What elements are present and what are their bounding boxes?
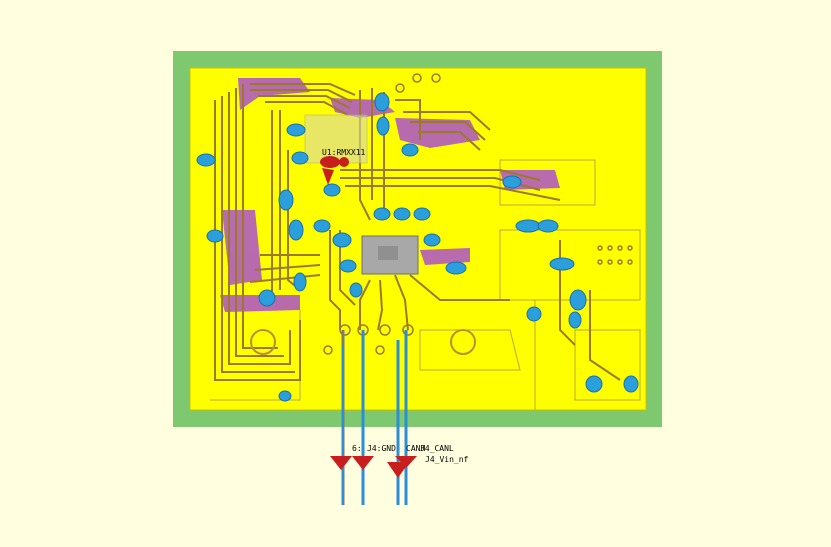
small-vias [323,73,633,355]
connector-marker-3 [387,462,409,478]
sensor-component-outline [304,114,368,164]
connector-label-3: CANH [406,444,426,453]
connector-markers [330,456,417,478]
connector-label-4: J4_CANL [420,444,454,453]
connector-marker-1 [330,456,352,470]
ic-component [361,235,419,275]
marker-indicator [320,156,349,185]
connector-marker-2 [352,456,374,470]
net-label: J4_Vin_nf [425,455,469,464]
copper-regions [210,159,641,410]
connector-label-1: 6: [352,444,362,453]
vias [196,92,639,402]
mounting-holes [250,329,476,355]
connector-label-2: J4:GND [367,444,396,453]
component-label: U1:RMXX11 [322,148,366,157]
connector-marker-4 [395,456,417,468]
